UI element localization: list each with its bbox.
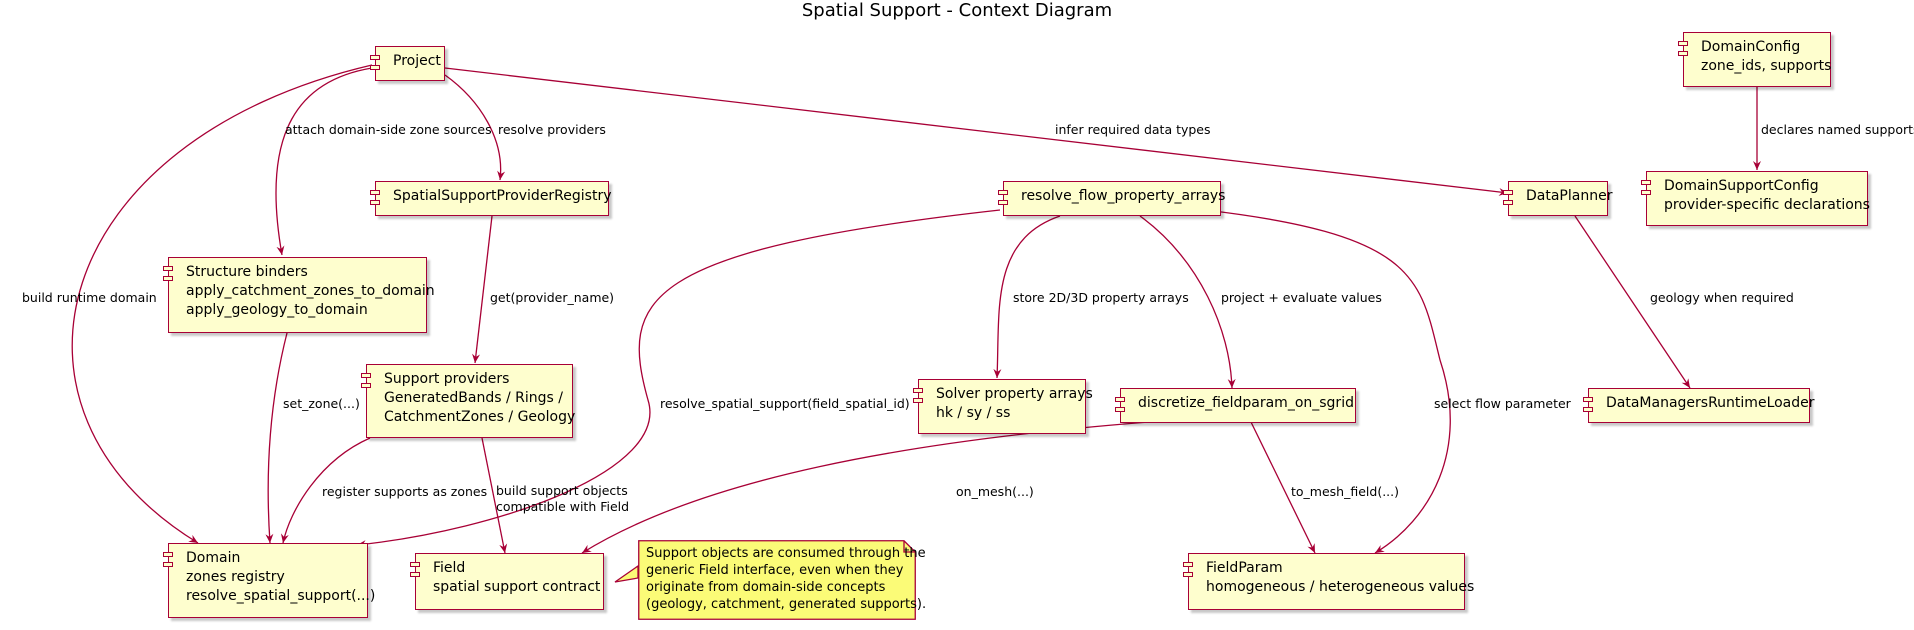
edge-label-on-mesh: on_mesh(...) — [956, 484, 1034, 499]
project-node: Project — [370, 46, 445, 81]
edge-label-build-runtime-domain: build runtime domain — [22, 290, 157, 305]
edge-label-resolve-spatial-support: resolve_spatial_support(field_spatial_id… — [660, 396, 910, 411]
edge-resolver-solver — [993, 215, 1061, 379]
runtime-loader-node: DataManagersRuntimeLoader — [1583, 388, 1815, 423]
edge-discretize-fieldparam — [1249, 419, 1316, 554]
edge-label-to-mesh-field: to_mesh_field(...) — [1291, 484, 1399, 499]
edge-binders-domain — [265, 332, 288, 544]
node-label: provider-specific declarations — [1664, 197, 1870, 213]
edge-registry-providers — [472, 215, 493, 364]
node-label: Structure binders — [186, 264, 308, 280]
edge-resolver-discretize — [1139, 215, 1236, 389]
solver-property-arrays-node: Solver property arrays hk / sy / ss — [913, 379, 1093, 434]
field-note: Support objects are consumed through the… — [614, 540, 927, 620]
node-label: zones registry — [186, 569, 285, 585]
structure-binders-node: Structure binders apply_catchment_zones_… — [163, 257, 435, 333]
edge-providers-field — [481, 437, 508, 554]
domainsupportconfig-node: DomainSupportConfig provider-specific de… — [1641, 171, 1870, 226]
node-label: FieldParam — [1206, 560, 1283, 576]
edge-project-planner — [444, 67, 1509, 196]
node-label: DomainConfig — [1701, 39, 1801, 55]
edge-planner-loader — [1574, 215, 1691, 389]
edge-label-build-support-objects-1: build support objects — [496, 483, 628, 498]
edge-resolver-fieldparam — [1204, 209, 1451, 554]
node-label: GeneratedBands / Rings / — [384, 390, 563, 406]
note-shape — [638, 540, 916, 620]
registry-node: SpatialSupportProviderRegistry — [370, 181, 612, 216]
edge-label-build-support-objects-2: compatible with Field — [496, 499, 629, 514]
discretize-fieldparam-node: discretize_fieldparam_on_sgrid — [1115, 388, 1356, 423]
diagram-title: Spatial Support - Context Diagram — [801, 0, 1113, 21]
edge-providers-domain — [280, 437, 371, 544]
node-label: Solver property arrays — [936, 386, 1093, 402]
edge-discretize-field — [581, 419, 1176, 554]
dataplanner-node: DataPlanner — [1503, 181, 1613, 216]
edge-label-project-evaluate: project + evaluate values — [1221, 290, 1382, 305]
node-label: Field — [433, 560, 466, 576]
edge-resolver-domain — [356, 209, 1001, 549]
note-text: Support objects are consumed through the — [646, 546, 926, 561]
note-text: originate from domain-side concepts — [646, 580, 886, 595]
edge-label-infer-data-types: infer required data types — [1055, 122, 1211, 137]
node-label: resolve_spatial_support(...) — [186, 588, 376, 604]
edge-project-registry — [444, 74, 506, 181]
edge-label-register-supports: register supports as zones — [322, 484, 487, 499]
node-label: Support providers — [384, 371, 510, 387]
node-label: zone_ids, supports — [1701, 58, 1832, 74]
field-node: Field spatial support contract — [410, 553, 604, 610]
node-label: CatchmentZones / Geology — [384, 409, 576, 425]
edge-label-select-flow-parameter: select flow parameter — [1434, 396, 1572, 411]
node-label: resolve_flow_property_arrays — [1021, 188, 1226, 204]
node-label: discretize_fieldparam_on_sgrid — [1138, 395, 1354, 411]
node-label: DataPlanner — [1526, 188, 1613, 204]
edge-label-declares-named-supports: declares named supports — [1761, 122, 1914, 137]
node-label: SpatialSupportProviderRegistry — [393, 188, 612, 204]
node-label: DomainSupportConfig — [1664, 178, 1819, 194]
node-label: homogeneous / heterogeneous values — [1206, 579, 1475, 595]
edge-project-domain — [71, 64, 373, 544]
note-text: (geology, catchment, generated supports)… — [646, 597, 927, 612]
edge-label-geology-when-required: geology when required — [1650, 290, 1794, 305]
domainconfig-node: DomainConfig zone_ids, supports — [1678, 32, 1832, 87]
edge-label-attach-zone-sources: attach domain-side zone sources — [285, 122, 492, 137]
node-label: apply_catchment_zones_to_domain — [186, 283, 435, 299]
edge-label-store-property-arrays: store 2D/3D property arrays — [1013, 290, 1189, 305]
note-connector — [614, 564, 639, 583]
node-label: Domain — [186, 550, 241, 566]
note-text: generic Field interface, even when they — [646, 563, 904, 578]
support-providers-node: Support providers GeneratedBands / Rings… — [361, 364, 576, 438]
node-label: hk / sy / ss — [936, 405, 1011, 421]
resolve-flow-property-arrays-node: resolve_flow_property_arrays — [998, 181, 1226, 216]
edge-label-resolve-providers: resolve providers — [498, 122, 606, 137]
edge-project-binders — [275, 67, 373, 256]
fieldparam-node: FieldParam homogeneous / heterogeneous v… — [1183, 553, 1475, 610]
node-label: apply_geology_to_domain — [186, 302, 368, 318]
node-label: spatial support contract — [433, 579, 601, 595]
edge-label-get-provider: get(provider_name) — [490, 290, 614, 305]
node-label: Project — [393, 53, 441, 69]
domain-node: Domain zones registry resolve_spatial_su… — [163, 543, 376, 618]
edge-label-set-zone: set_zone(...) — [283, 396, 360, 411]
node-label: DataManagersRuntimeLoader — [1606, 395, 1815, 411]
